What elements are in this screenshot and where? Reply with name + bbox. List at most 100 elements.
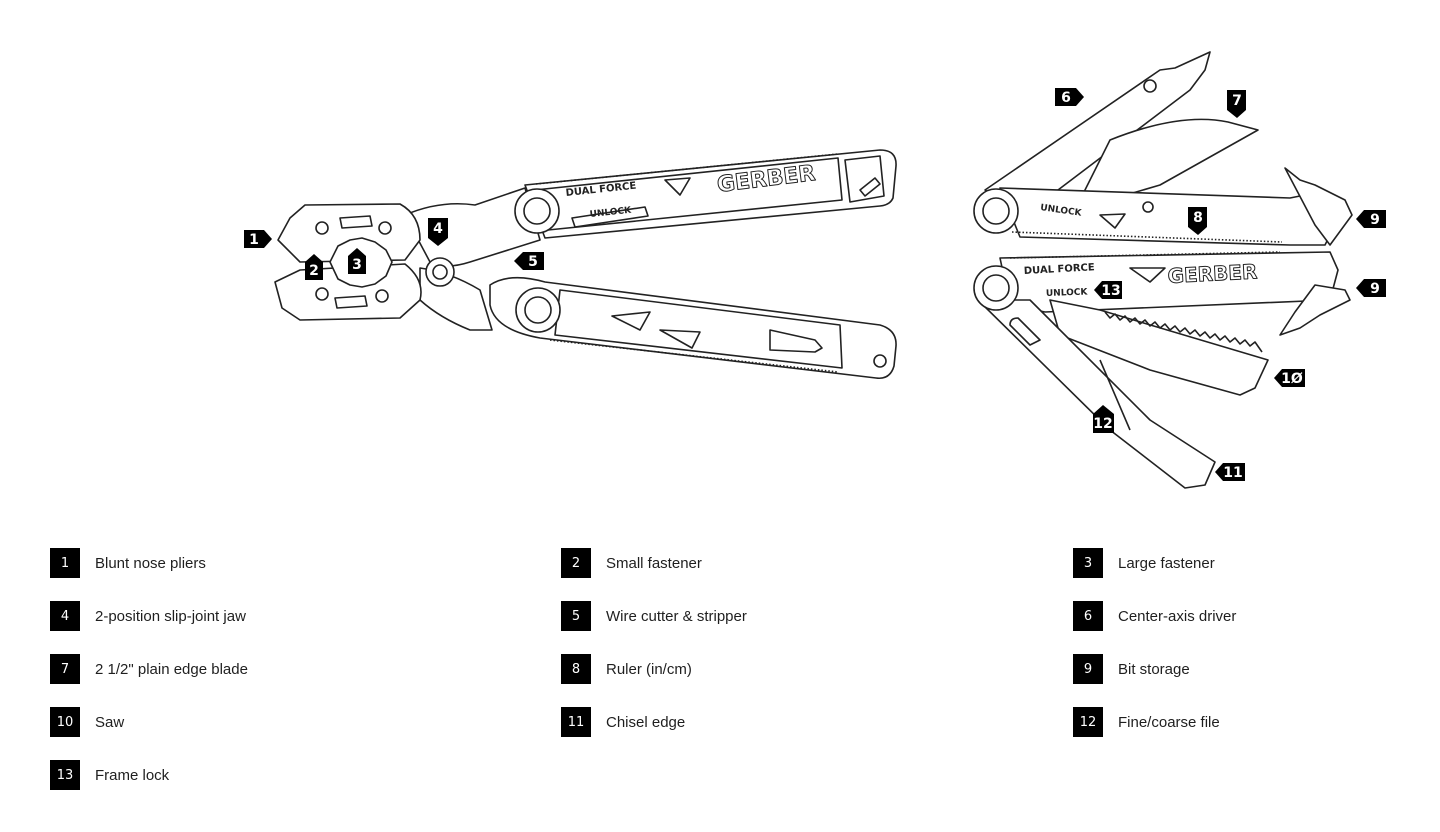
callout-9-upper: 9 — [1356, 210, 1386, 228]
legend-number: 12 — [1073, 707, 1103, 737]
saw-teeth — [1104, 311, 1263, 353]
svg-text:6: 6 — [1061, 90, 1071, 106]
callout-4: 4 — [428, 218, 448, 246]
legend-number: 8 — [561, 654, 591, 684]
lower-ruler-fanned — [1009, 251, 1281, 259]
legend-label: Ruler (in/cm) — [606, 660, 692, 678]
legend-item: 3 Large fastener — [1073, 548, 1400, 578]
svg-text:7: 7 — [1232, 93, 1242, 109]
jaw-cutout — [334, 295, 368, 309]
legend-number: 10 — [50, 707, 80, 737]
callout-6: 6 — [1055, 88, 1084, 106]
legend-item: 8 Ruler (in/cm) — [561, 654, 1073, 684]
upper-pivot-fanned-inner — [982, 197, 1010, 225]
callout-9-lower: 9 — [1356, 279, 1386, 297]
legend-label: 2 1/2" plain edge blade — [95, 660, 248, 678]
legend-label: Center-axis driver — [1118, 607, 1237, 625]
svg-text:2: 2 — [309, 263, 319, 279]
handle-cutout — [611, 311, 651, 331]
multitool-illustration: GERBER DUAL FORCE UNLOCK — [244, 51, 1386, 489]
legend-label: Fine/coarse file — [1118, 713, 1220, 731]
upper-tip-slot — [859, 177, 881, 197]
callout-5: 5 — [514, 252, 544, 270]
svg-text:8: 8 — [1193, 210, 1203, 226]
svg-text:12: 12 — [1093, 416, 1112, 432]
svg-text:1Ø: 1Ø — [1281, 371, 1303, 387]
handle-cutout — [1129, 267, 1166, 283]
handle-cutout — [1099, 213, 1126, 229]
svg-text:11: 11 — [1223, 465, 1242, 481]
file-divider — [1099, 359, 1131, 431]
stored-bit — [769, 329, 823, 353]
legend-item: 11 Chisel edge — [561, 707, 1073, 737]
callout-11: 11 — [1215, 463, 1245, 481]
bit-holder-lower — [1279, 284, 1351, 336]
legend-item: 10 Saw — [50, 707, 561, 737]
saw-blade — [1049, 299, 1269, 396]
legend-item: 5 Wire cutter & stripper — [561, 601, 1073, 631]
lower-handle-ruler — [549, 339, 839, 373]
legend-item: 12 Fine/coarse file — [1073, 707, 1400, 737]
tools-fanned-view: GERBER DUAL FORCE UNLOCK UNLOCK — [973, 51, 1353, 489]
lower-pivot-fanned-inner — [982, 274, 1010, 302]
svg-text:4: 4 — [433, 221, 443, 237]
callout-3: 3 — [348, 248, 366, 274]
upper-handle-tip — [844, 155, 885, 203]
handle-hole — [1142, 201, 1154, 213]
legend-label: Small fastener — [606, 554, 702, 572]
jaw-hole — [375, 289, 389, 303]
legend-item: 4 2-position slip-joint jaw — [50, 601, 561, 631]
handle-cutout — [659, 329, 701, 349]
driver-hole — [1143, 79, 1157, 93]
legend-item: 9 Bit storage — [1073, 654, 1400, 684]
svg-text:9: 9 — [1370, 281, 1380, 297]
legend-number: 3 — [1073, 548, 1103, 578]
callouts: 1 2 3 4 5 6 7 8 — [244, 88, 1386, 481]
legend-item: 13 Frame lock — [50, 760, 561, 790]
fanned-handle-text: DUAL FORCE — [1024, 262, 1096, 277]
legend-label: 2-position slip-joint jaw — [95, 607, 246, 625]
pivot-slipjoint-inner — [432, 264, 448, 280]
legend-number: 13 — [50, 760, 80, 790]
fanned-unlock-text: UNLOCK — [1046, 288, 1089, 299]
legend-label: Large fastener — [1118, 554, 1215, 572]
legend-item: 6 Center-axis driver — [1073, 601, 1400, 631]
legend-label: Bit storage — [1118, 660, 1190, 678]
svg-text:3: 3 — [352, 257, 362, 273]
legend-number: 9 — [1073, 654, 1103, 684]
legend-label: Saw — [95, 713, 125, 731]
upper-handle-fanned — [999, 187, 1336, 246]
pliers-open-view: GERBER DUAL FORCE UNLOCK — [274, 149, 897, 380]
upper-handle-ruler — [535, 153, 839, 185]
callout-10: 1Ø — [1274, 369, 1305, 387]
multitool-diagram: GERBER DUAL FORCE UNLOCK — [244, 51, 1386, 489]
bit-holder-upper — [1284, 167, 1353, 246]
pliers-unlock-text: UNLOCK — [589, 206, 632, 220]
legend-label: Wire cutter & stripper — [606, 607, 747, 625]
jaw-hole — [378, 221, 392, 235]
upper-ruler-fanned — [1011, 231, 1283, 243]
jaw-cutout — [339, 215, 373, 229]
callout-13: 13 — [1094, 281, 1122, 299]
legend-label: Blunt nose pliers — [95, 554, 206, 572]
file-chisel — [977, 299, 1216, 489]
legend-number: 6 — [1073, 601, 1103, 631]
legend-number: 5 — [561, 601, 591, 631]
upper-unlock-slot — [571, 206, 649, 228]
legend-number: 1 — [50, 548, 80, 578]
jaw-hole — [315, 221, 329, 235]
parts-legend: 1 Blunt nose pliers 2 Small fastener 3 L… — [50, 548, 1400, 790]
lower-pivot-inner — [524, 296, 552, 324]
svg-text:9: 9 — [1370, 212, 1380, 228]
legend-number: 4 — [50, 601, 80, 631]
legend-label: Frame lock — [95, 766, 170, 784]
fanned-brand-text: GERBER — [1167, 259, 1258, 288]
callout-8: 8 — [1188, 207, 1207, 235]
legend-number: 2 — [561, 548, 591, 578]
upper-pivot-inner — [523, 197, 551, 225]
upper-jaw — [277, 203, 421, 263]
file-slot — [1009, 317, 1041, 346]
handle-cutout — [664, 177, 691, 196]
svg-text:5: 5 — [528, 254, 538, 270]
legend-item: 2 Small fastener — [561, 548, 1073, 578]
